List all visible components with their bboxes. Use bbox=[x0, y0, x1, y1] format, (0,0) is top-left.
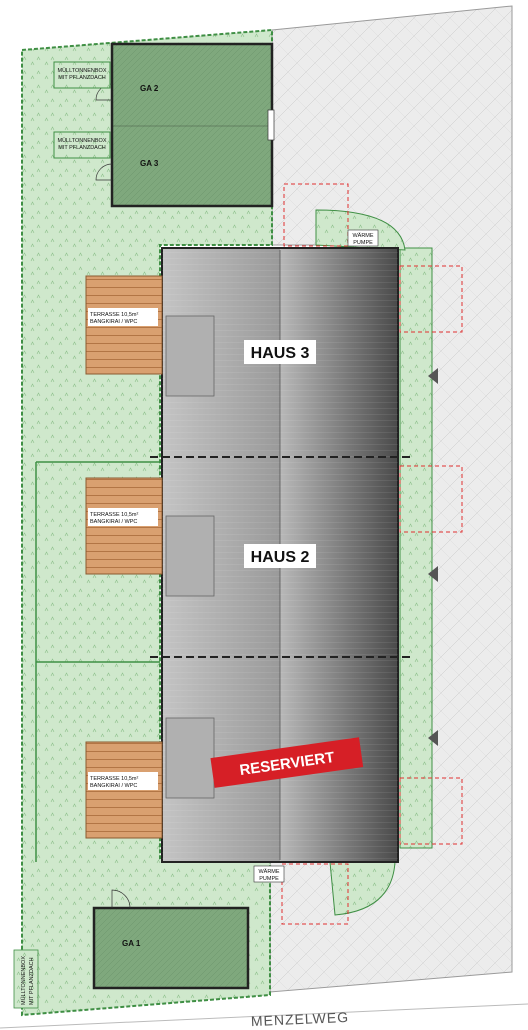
bin-box-1-line2: MIT PFLANZDACH bbox=[58, 75, 106, 81]
dormer bbox=[165, 515, 215, 597]
street-edge bbox=[0, 1003, 528, 1029]
door-swing-icon bbox=[111, 889, 131, 909]
entrance-arrow-icon bbox=[428, 730, 438, 746]
bin-box-vertical-line1: MÜLLTONNENBOX bbox=[20, 956, 27, 1005]
heat-pump-top-line2: PUMPE bbox=[353, 240, 373, 246]
heat-pump-top-line1: WÄRME bbox=[352, 232, 373, 239]
terrace-3-line1: TERRASSE 10,5m² bbox=[90, 312, 138, 318]
garage-door bbox=[267, 109, 275, 141]
terrace-labels: TERRASSE 10,5m² BANGKIRAI / WPC TERRASSE… bbox=[88, 308, 158, 790]
dormer bbox=[165, 315, 215, 397]
terrace-2-line2: BANGKIRAI / WPC bbox=[90, 519, 137, 525]
bin-box-2-line2: MIT PFLANZDACH bbox=[58, 145, 106, 151]
heat-pump-bottom-line1: WÄRME bbox=[258, 868, 279, 875]
garage-label-ga1: GA 1 bbox=[122, 939, 141, 948]
lawn-curve-bottom bbox=[329, 861, 396, 916]
terrace-2-line1: TERRASSE 10,5m² bbox=[90, 512, 138, 518]
terrace-1-line1: TERRASSE 10,5m² bbox=[90, 776, 138, 782]
heat-pump-bottom bbox=[253, 865, 285, 883]
terrace-3-line2: BANGKIRAI / WPC bbox=[90, 319, 137, 325]
garage-label-ga2: GA 2 bbox=[140, 84, 159, 93]
entrance-arrow-icon bbox=[428, 566, 438, 582]
bin-box-2-line1: MÜLLTONNENBOX bbox=[57, 137, 106, 144]
bin-box-bottom-left: MÜLLTONNENBOX MIT PFLANZDACH bbox=[13, 949, 39, 1009]
door-swing-icon bbox=[95, 163, 113, 181]
heat-pump-top bbox=[347, 229, 379, 247]
bin-box-1 bbox=[53, 61, 111, 89]
heat-pump-bottom-line2: PUMPE bbox=[259, 876, 279, 882]
garage-label-ga3: GA 3 bbox=[140, 159, 159, 168]
garage-block-top bbox=[110, 42, 274, 208]
dormer bbox=[165, 717, 215, 799]
house-label-haus-3: HAUS 3 bbox=[251, 345, 310, 362]
entrance-arrow-icon bbox=[428, 368, 438, 384]
street-label: MENZELWEG bbox=[251, 1009, 350, 1029]
lawn-strip bbox=[399, 247, 433, 849]
bin-box-2 bbox=[53, 131, 111, 159]
house-label-haus-2: HAUS 2 bbox=[251, 549, 310, 566]
terrace-1-line2: BANGKIRAI / WPC bbox=[90, 783, 137, 789]
planned-extension-outlines bbox=[281, 183, 463, 925]
garage-block-bottom bbox=[92, 906, 250, 990]
bin-box-1-line1: MÜLLTONNENBOX bbox=[57, 67, 106, 74]
bin-box-vertical-line2: MIT PFLANZDACH bbox=[29, 957, 35, 1005]
